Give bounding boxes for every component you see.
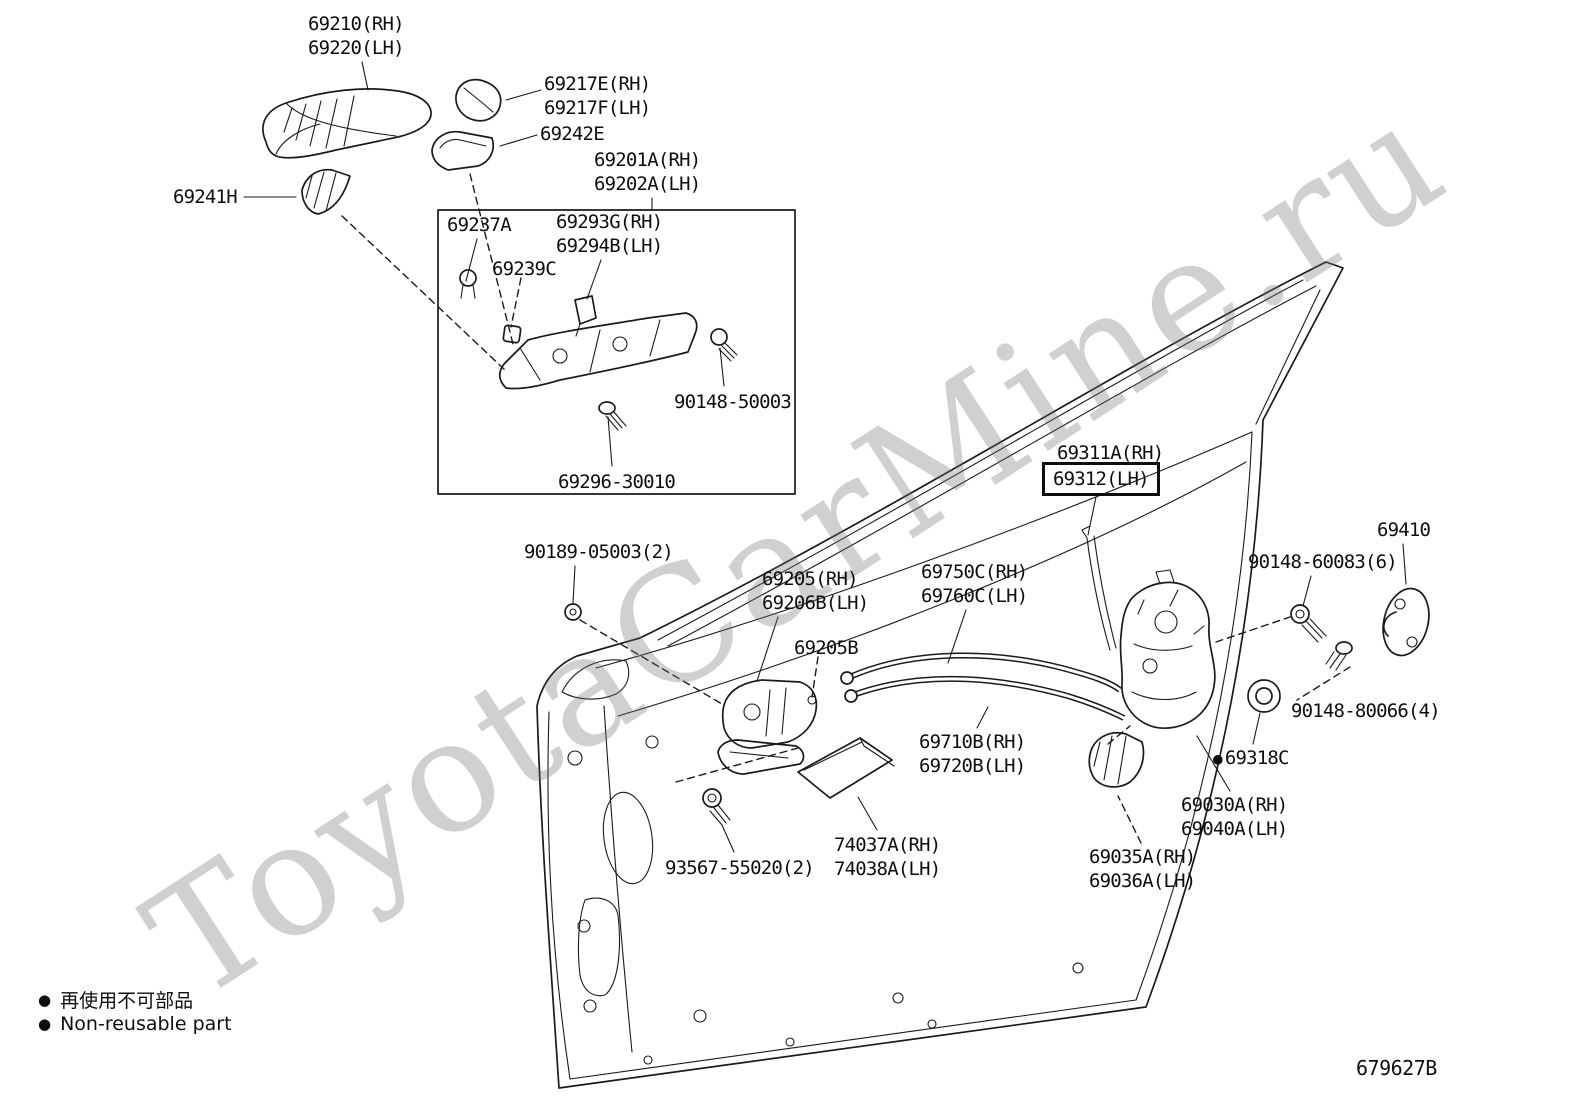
part-number: 74038A(LH) <box>834 858 941 880</box>
part-label-69205b[interactable]: 69205B <box>794 636 859 660</box>
part-number: 69205(RH) <box>762 568 859 590</box>
door-panel-drawing <box>536 261 1344 1089</box>
trim-pad-drawing <box>797 737 895 799</box>
grommet-69318-drawing <box>1247 679 1281 713</box>
outer-handle-drawing <box>262 88 432 159</box>
part-number: 69210(RH) <box>308 13 405 35</box>
non-reusable-bullet: ● <box>1213 749 1223 768</box>
cushion-drawing <box>502 324 522 344</box>
part-number: 69710B(RH) <box>919 731 1026 753</box>
part-number: 69205B <box>794 637 859 659</box>
part-number: 69750C(RH) <box>921 561 1028 583</box>
part-number: 90148-80066(4) <box>1291 700 1441 722</box>
part-number: 90148-60083(6) <box>1248 551 1398 573</box>
part-label-69410[interactable]: 69410 <box>1377 518 1431 542</box>
part-number: 90148-50003 <box>674 391 792 413</box>
part-number: 69318C <box>1224 747 1290 769</box>
part-number: 69760C(LH) <box>921 585 1028 607</box>
part-label-69318c[interactable]: ●69318C <box>1213 746 1289 771</box>
part-number: 69410 <box>1377 519 1431 541</box>
screw-80066-drawing <box>1325 641 1353 671</box>
grommet-05003-drawing <box>564 603 582 621</box>
part-label-69296-30010[interactable]: 69296-30010 <box>558 470 676 494</box>
part-number: 69217E(RH) <box>544 73 651 95</box>
part-number: 69296-30010 <box>558 471 676 493</box>
part-number: 69239C <box>492 258 557 280</box>
drawing-number: 679627B <box>1356 1056 1437 1080</box>
part-label-69241h[interactable]: 69241H <box>173 185 238 209</box>
part-number: 93567-55020(2) <box>665 857 815 879</box>
legend-non-reusable-en: ● Non-reusable part <box>38 1013 232 1035</box>
lock-motor-drawing <box>1088 731 1145 788</box>
part-label-69237a[interactable]: 69237A <box>447 213 512 237</box>
door-lock-assembly-drawing <box>1119 569 1216 729</box>
frame-assembly-drawing <box>498 295 698 390</box>
lock-cable-front-drawing <box>840 652 1122 693</box>
part-number: 69237A <box>447 214 512 236</box>
part-label-69210-69220[interactable]: 69210(RH) 69220(LH) <box>308 12 405 60</box>
remote-control-drawing <box>717 679 818 775</box>
part-number: 69720B(LH) <box>919 755 1026 777</box>
lock-cable-rear-drawing <box>844 675 1126 721</box>
part-label-69035a[interactable]: 69035A(RH) 69036A(LH) <box>1089 845 1196 893</box>
part-number: 69206B(LH) <box>762 592 869 614</box>
clip-drawing <box>459 269 477 299</box>
handle-pad-drawing <box>431 130 495 171</box>
part-number: 69035A(RH) <box>1089 846 1196 868</box>
lock-rod-drawing <box>1081 525 1117 651</box>
part-number: 69201A(RH) <box>594 149 701 171</box>
part-number: 69294B(LH) <box>556 235 663 257</box>
part-number: 69217F(LH) <box>544 97 651 119</box>
handle-cover-drawing <box>455 78 502 122</box>
part-number: 69202A(LH) <box>594 173 701 195</box>
part-label-69242e[interactable]: 69242E <box>540 122 605 146</box>
part-number: 90189-05003(2) <box>524 541 674 563</box>
part-label-90148-50003[interactable]: 90148-50003 <box>674 390 792 414</box>
legend-text-en: Non-reusable part <box>60 1013 232 1035</box>
part-number: 69241H <box>173 186 238 208</box>
part-label-69750c[interactable]: 69750C(RH) 69760C(LH) <box>921 560 1028 608</box>
part-number: 69036A(LH) <box>1089 870 1196 892</box>
legend-text-jp: 再使用不可部品 <box>60 990 194 1012</box>
part-label-69293g[interactable]: 69293G(RH) 69294B(LH) <box>556 210 663 258</box>
striker-drawing <box>1382 587 1430 657</box>
part-number: 69040A(LH) <box>1181 818 1288 840</box>
leader-lines <box>243 61 1407 853</box>
part-number: 69220(LH) <box>308 37 405 59</box>
legend-bullet-icon: ● <box>38 1015 52 1033</box>
screw-30010-drawing <box>598 401 627 431</box>
screw-55020-drawing <box>702 788 731 826</box>
part-number: 69312(LH) <box>1053 468 1150 490</box>
part-label-90148-60083[interactable]: 90148-60083(6) <box>1248 550 1398 574</box>
part-label-69312-selected[interactable]: 69312(LH) <box>1042 462 1160 496</box>
frame-assembly-box <box>437 209 796 495</box>
part-number: 74037A(RH) <box>834 834 941 856</box>
part-label-69311a[interactable]: 69311A(RH) <box>1057 441 1164 465</box>
part-label-69030a[interactable]: 69030A(RH) 69040A(LH) <box>1181 793 1288 841</box>
part-label-74037a[interactable]: 74037A(RH) 74038A(LH) <box>834 833 941 881</box>
legend-bullet-icon: ● <box>38 990 52 1009</box>
bolt-50003-drawing <box>710 328 738 362</box>
part-number: 69030A(RH) <box>1181 794 1288 816</box>
part-label-90189-05003[interactable]: 90189-05003(2) <box>524 540 674 564</box>
legend-non-reusable-jp: ● 再使用不可部品 <box>38 986 193 1013</box>
part-label-69217[interactable]: 69217E(RH) 69217F(LH) <box>544 72 651 120</box>
part-label-69201a[interactable]: 69201A(RH) 69202A(LH) <box>594 148 701 196</box>
screw-60083-drawing <box>1290 604 1327 643</box>
part-label-69239c[interactable]: 69239C <box>492 257 557 281</box>
part-number: 69293G(RH) <box>556 211 663 233</box>
handle-cap-drawing <box>301 168 351 215</box>
part-number: 69242E <box>540 123 605 145</box>
part-label-69710b[interactable]: 69710B(RH) 69720B(LH) <box>919 730 1026 778</box>
part-label-69205[interactable]: 69205(RH) 69206B(LH) <box>762 567 869 615</box>
part-number: 69311A(RH) <box>1057 442 1164 464</box>
part-label-90148-80066[interactable]: 90148-80066(4) <box>1291 699 1441 723</box>
part-label-93567-55020[interactable]: 93567-55020(2) <box>665 856 815 880</box>
